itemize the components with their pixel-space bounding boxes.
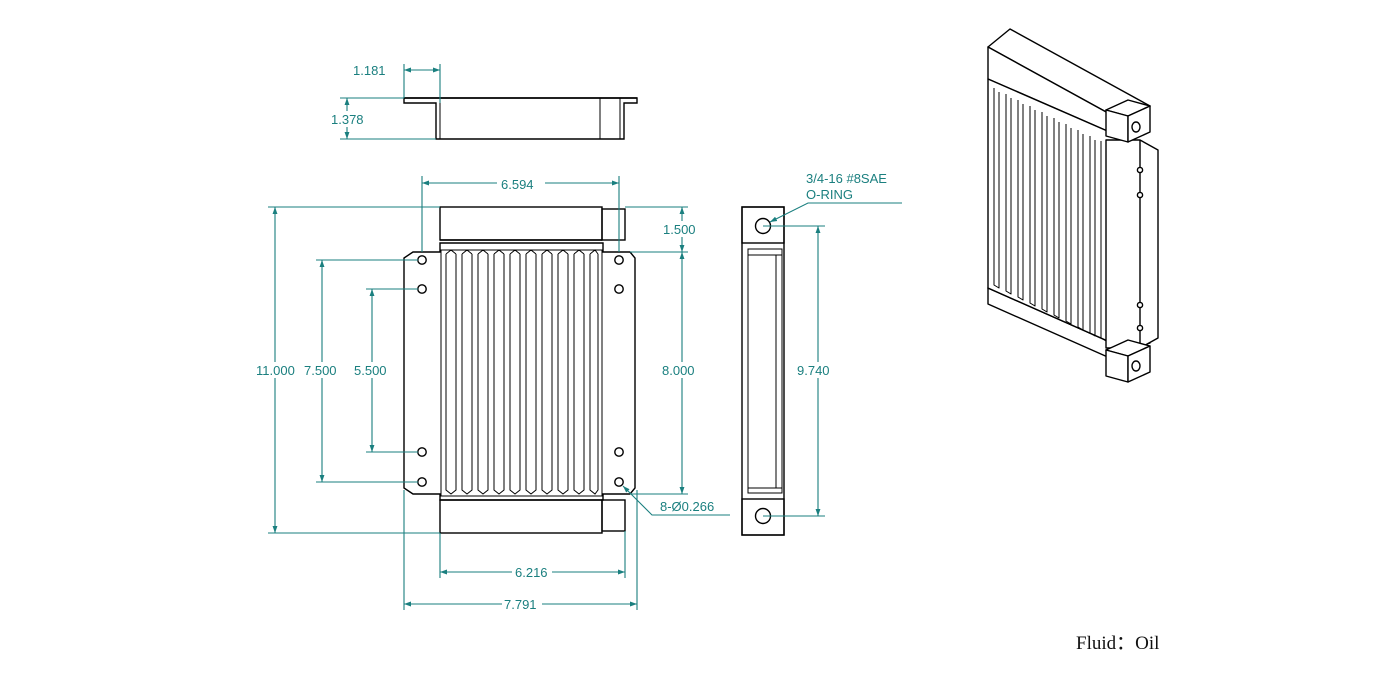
core-fins xyxy=(445,249,599,495)
fluid-separator: ： xyxy=(1116,633,1136,654)
iso-fins xyxy=(993,88,1107,342)
side-view xyxy=(741,206,785,536)
fluid-value: Oil xyxy=(1135,633,1160,654)
dim-port-spacing: 9.740 xyxy=(797,363,830,378)
fluid-label: Fluid xyxy=(1076,633,1117,654)
dim-mount-inner: 5.500 xyxy=(354,363,387,378)
dim-mount-right: 8.000 xyxy=(662,363,695,378)
dim-bottom-width: 6.216 xyxy=(515,565,548,580)
isometric-view xyxy=(987,28,1159,383)
front-view xyxy=(403,206,636,534)
dimension-labels: 1.181 1.378 6.594 1.500 11.000 7.500 5.5… xyxy=(255,62,887,612)
dim-mount-outer: 7.500 xyxy=(304,363,337,378)
dim-holes: 8-Ø0.266 xyxy=(660,499,714,514)
dim-flange-width: 1.181 xyxy=(353,63,386,78)
top-view xyxy=(403,97,638,140)
callout-port-thread: 3/4-16 #8SAE xyxy=(806,171,887,186)
dimension-lines xyxy=(268,64,902,610)
dim-tank-height: 1.500 xyxy=(663,222,696,237)
callout-port-oring: O-RING xyxy=(806,187,853,202)
dim-flange-height: 1.378 xyxy=(331,112,364,127)
dim-core-width: 6.594 xyxy=(501,177,534,192)
dim-overall-height: 11.000 xyxy=(256,363,295,378)
dim-overall-width: 7.791 xyxy=(504,597,537,612)
fluid-note: Fluid：Oil xyxy=(1076,628,1159,655)
